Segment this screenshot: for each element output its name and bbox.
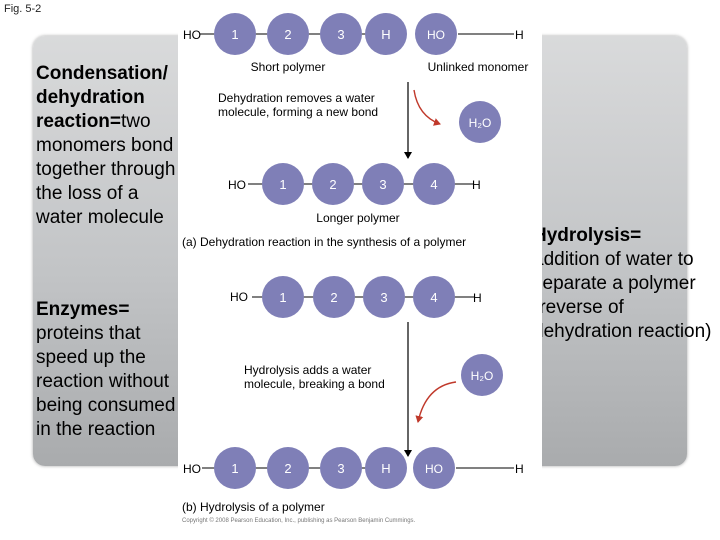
monomer-2 — [312, 163, 354, 205]
monomer-1 — [214, 447, 256, 489]
monomer-3-label: 3 — [337, 461, 344, 476]
enzymes-definition: Enzymes= proteins that speed up the reac… — [36, 298, 186, 442]
h-label: H — [381, 27, 390, 42]
copyright-note: Copyright © 2008 Pearson Education, Inc.… — [182, 518, 416, 524]
monomer-1-label: 1 — [231, 27, 238, 42]
water-label: H₂O — [469, 116, 492, 130]
condensation-heading: Condensation/ dehydration reaction= — [36, 63, 168, 132]
h-label: H — [472, 178, 481, 192]
monomer-2 — [313, 276, 355, 318]
dehydration-note: molecule, forming a new bond — [218, 105, 378, 119]
monomer-3-label: 3 — [337, 27, 344, 42]
longer-polymer-label: Longer polymer — [316, 211, 399, 225]
monomer-3-label: 3 — [380, 290, 387, 305]
monomer-1-label: 1 — [279, 290, 286, 305]
short-polymer-label: Short polymer — [251, 60, 326, 74]
hydrolysis-definition: Hydrolysis= addition of water to separat… — [533, 224, 713, 344]
monomer-3 — [320, 447, 362, 489]
caption-a: (a) Dehydration reaction in the synthesi… — [182, 235, 466, 249]
monomer-3 — [363, 276, 405, 318]
ho-label: HO — [427, 28, 445, 42]
h-label: H — [515, 28, 524, 42]
released-monomer: HO H — [413, 447, 524, 489]
monomer-4 — [413, 163, 455, 205]
monomer-1 — [262, 276, 304, 318]
monomer-1 — [262, 163, 304, 205]
monomer-2-label: 2 — [284, 27, 291, 42]
monomer-3 — [320, 13, 362, 55]
short-polymer-chain: HO 1 2 3 H — [183, 13, 407, 55]
hydrolysis-note: molecule, breaking a bond — [244, 377, 385, 391]
enzymes-body: proteins that speed up the reaction with… — [36, 323, 176, 440]
water-release-arrow — [413, 89, 441, 126]
water-label: H₂O — [471, 369, 494, 383]
water-addition-arrow — [415, 381, 457, 423]
monomer-2-label: 2 — [330, 290, 337, 305]
ho-end — [415, 13, 457, 55]
monomer-1-label: 1 — [279, 177, 286, 192]
hydrolysis-product-polymer: HO 1 2 3 H — [183, 447, 407, 489]
water-molecule — [459, 101, 501, 143]
ho-end — [413, 447, 455, 489]
ho-label: HO — [183, 28, 201, 42]
ho-label: HO — [228, 178, 246, 192]
monomer-3-label: 3 — [379, 177, 386, 192]
monomer-1 — [214, 13, 256, 55]
monomer-2-label: 2 — [329, 177, 336, 192]
unlinked-monomer: HO H — [415, 13, 524, 55]
ho-label: HO — [230, 290, 248, 304]
monomer-4-label: 4 — [430, 177, 437, 192]
figure-label: Fig. 5-2 — [4, 3, 42, 15]
hydrolysis-start-chain: HO 1 2 3 4 H — [230, 276, 482, 318]
h-end — [365, 13, 407, 55]
dehydration-note: Dehydration removes a water — [218, 91, 375, 105]
condensation-body: two monomers bond together through the l… — [36, 111, 176, 228]
polymer-diagram: HO 1 2 3 H Short polymer HO H Unlinked m… — [178, 10, 542, 529]
h-label: H — [473, 291, 482, 305]
ho-label: HO — [183, 462, 201, 476]
hydrolysis-body: addition of water to separate a polymer … — [533, 249, 712, 342]
monomer-2 — [267, 447, 309, 489]
monomer-4-label: 4 — [430, 290, 437, 305]
hydrolysis-note: Hydrolysis adds a water — [244, 363, 371, 377]
longer-polymer-chain: HO 1 2 3 4 H — [228, 163, 481, 205]
h-label: H — [515, 462, 524, 476]
monomer-1-label: 1 — [231, 461, 238, 476]
ho-label: HO — [425, 462, 443, 476]
monomer-3 — [362, 163, 404, 205]
caption-b: (b) Hydrolysis of a polymer — [182, 500, 325, 514]
monomer-4 — [413, 276, 455, 318]
monomer-2-label: 2 — [284, 461, 291, 476]
water-molecule — [461, 354, 503, 396]
h-end — [365, 447, 407, 489]
enzymes-heading: Enzymes= — [36, 299, 130, 320]
hydrolysis-heading: Hydrolysis= — [533, 225, 642, 246]
condensation-definition: Condensation/ dehydration reaction=two m… — [36, 62, 181, 230]
monomer-2 — [267, 13, 309, 55]
unlinked-monomer-label: Unlinked monomer — [428, 60, 529, 74]
h-label: H — [381, 461, 390, 476]
